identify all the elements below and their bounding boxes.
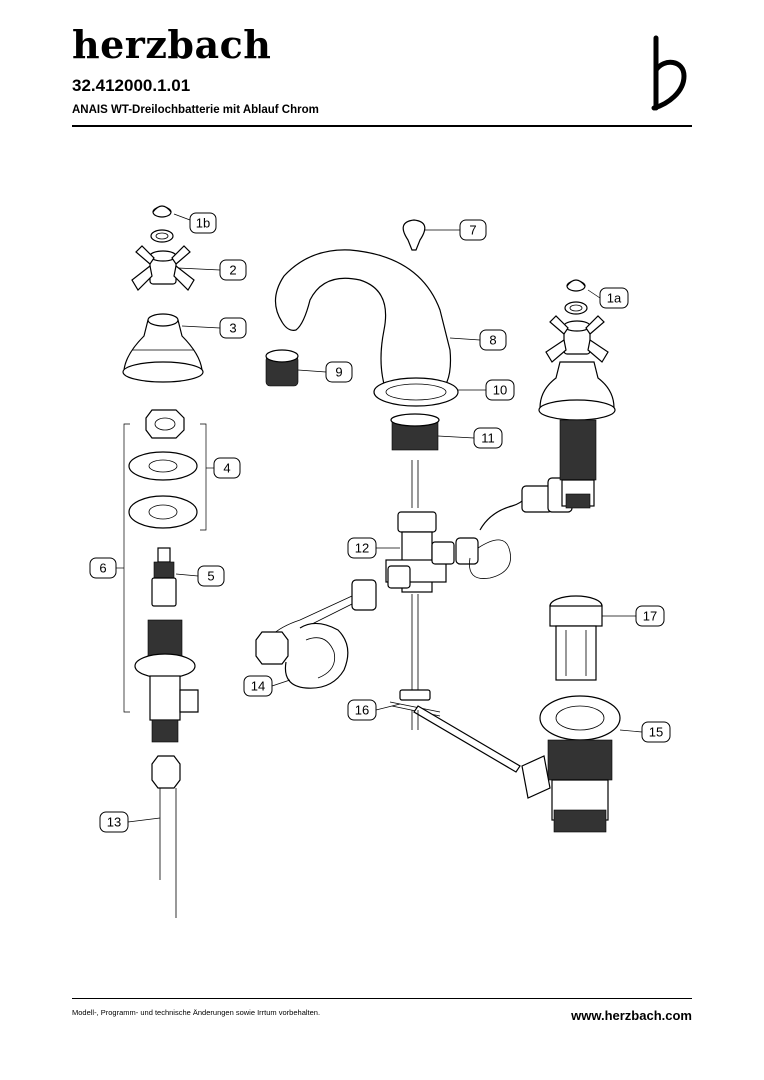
cross-handle-right <box>545 315 609 363</box>
hose-14-loop <box>255 579 377 689</box>
drain-plug-17 <box>549 595 603 681</box>
cap-1b <box>152 205 172 218</box>
label-2: 2 <box>177 259 247 281</box>
label-1b: 1b <box>173 212 217 234</box>
svg-text:9: 9 <box>335 365 342 380</box>
label-5: 5 <box>175 565 225 587</box>
washers-left <box>128 451 198 529</box>
indicator-ring-left <box>150 229 174 243</box>
svg-text:15: 15 <box>649 725 663 740</box>
label-13: 13 <box>99 811 161 833</box>
lever-7 <box>402 219 426 251</box>
website-link[interactable]: www.herzbach.com <box>571 1008 692 1023</box>
svg-text:1a: 1a <box>607 291 622 306</box>
label-11: 11 <box>437 427 503 449</box>
label-12: 12 <box>347 537 400 559</box>
label-15: 15 <box>619 721 671 743</box>
svg-text:11: 11 <box>481 431 495 446</box>
label-14: 14 <box>243 675 291 697</box>
svg-text:7: 7 <box>469 223 476 238</box>
footer-divider <box>72 998 692 1000</box>
svg-text:3: 3 <box>229 321 236 336</box>
label-17: 17 <box>602 605 665 627</box>
svg-text:1b: 1b <box>196 216 210 231</box>
valve-cover-right <box>538 361 616 509</box>
svg-text:17: 17 <box>643 609 657 624</box>
brand-wordmark: herzbach <box>72 22 272 67</box>
spout-base-ring <box>373 377 459 407</box>
cross-handle-left <box>131 245 195 291</box>
product-name: ANAIS WT-Dreilochbatterie mit Ablauf Chr… <box>72 104 319 116</box>
cap-1a <box>566 279 586 292</box>
aerator <box>265 349 299 387</box>
label-4: 4 <box>206 457 241 479</box>
indicator-ring-right <box>564 301 588 315</box>
spout-tube <box>411 460 419 508</box>
drain-rod <box>411 594 419 690</box>
document-number: 32.412000.1.01 <box>72 76 191 95</box>
cartridge-left <box>151 547 177 607</box>
valve-body-left <box>134 619 199 743</box>
hose-nut-left <box>151 755 181 789</box>
hose-left <box>159 788 177 918</box>
svg-text:10: 10 <box>493 383 507 398</box>
svg-text:4: 4 <box>223 461 230 476</box>
label-6: 6 <box>89 557 124 579</box>
mounting-nut-left <box>145 409 185 439</box>
svg-text:5: 5 <box>207 569 214 584</box>
herzbach-h-logo-icon <box>651 35 687 111</box>
spout-body <box>274 249 452 385</box>
footer-disclaimer: Modell-, Programm- und technische Änderu… <box>72 1008 321 1017</box>
svg-text:2: 2 <box>229 263 236 278</box>
svg-text:12: 12 <box>355 541 369 556</box>
label-9: 9 <box>297 361 353 383</box>
label-7: 7 <box>424 219 487 241</box>
label-3: 3 <box>181 317 247 339</box>
svg-text:13: 13 <box>107 815 121 830</box>
t-connector <box>385 511 455 593</box>
drain-body-15 <box>521 695 621 833</box>
svg-text:6: 6 <box>99 561 106 576</box>
lift-rod-16 <box>389 689 521 773</box>
valve-cover-left <box>122 313 204 383</box>
hose-coupling-right <box>455 477 573 579</box>
svg-text:14: 14 <box>251 679 265 694</box>
label-16: 16 <box>347 699 401 721</box>
label-10: 10 <box>458 379 515 401</box>
header-divider <box>72 125 692 127</box>
label-1a: 1a <box>587 287 629 309</box>
svg-text:16: 16 <box>355 703 369 718</box>
mounting-flange-center <box>390 413 440 451</box>
label-8: 8 <box>449 329 507 351</box>
svg-text:8: 8 <box>489 333 496 348</box>
